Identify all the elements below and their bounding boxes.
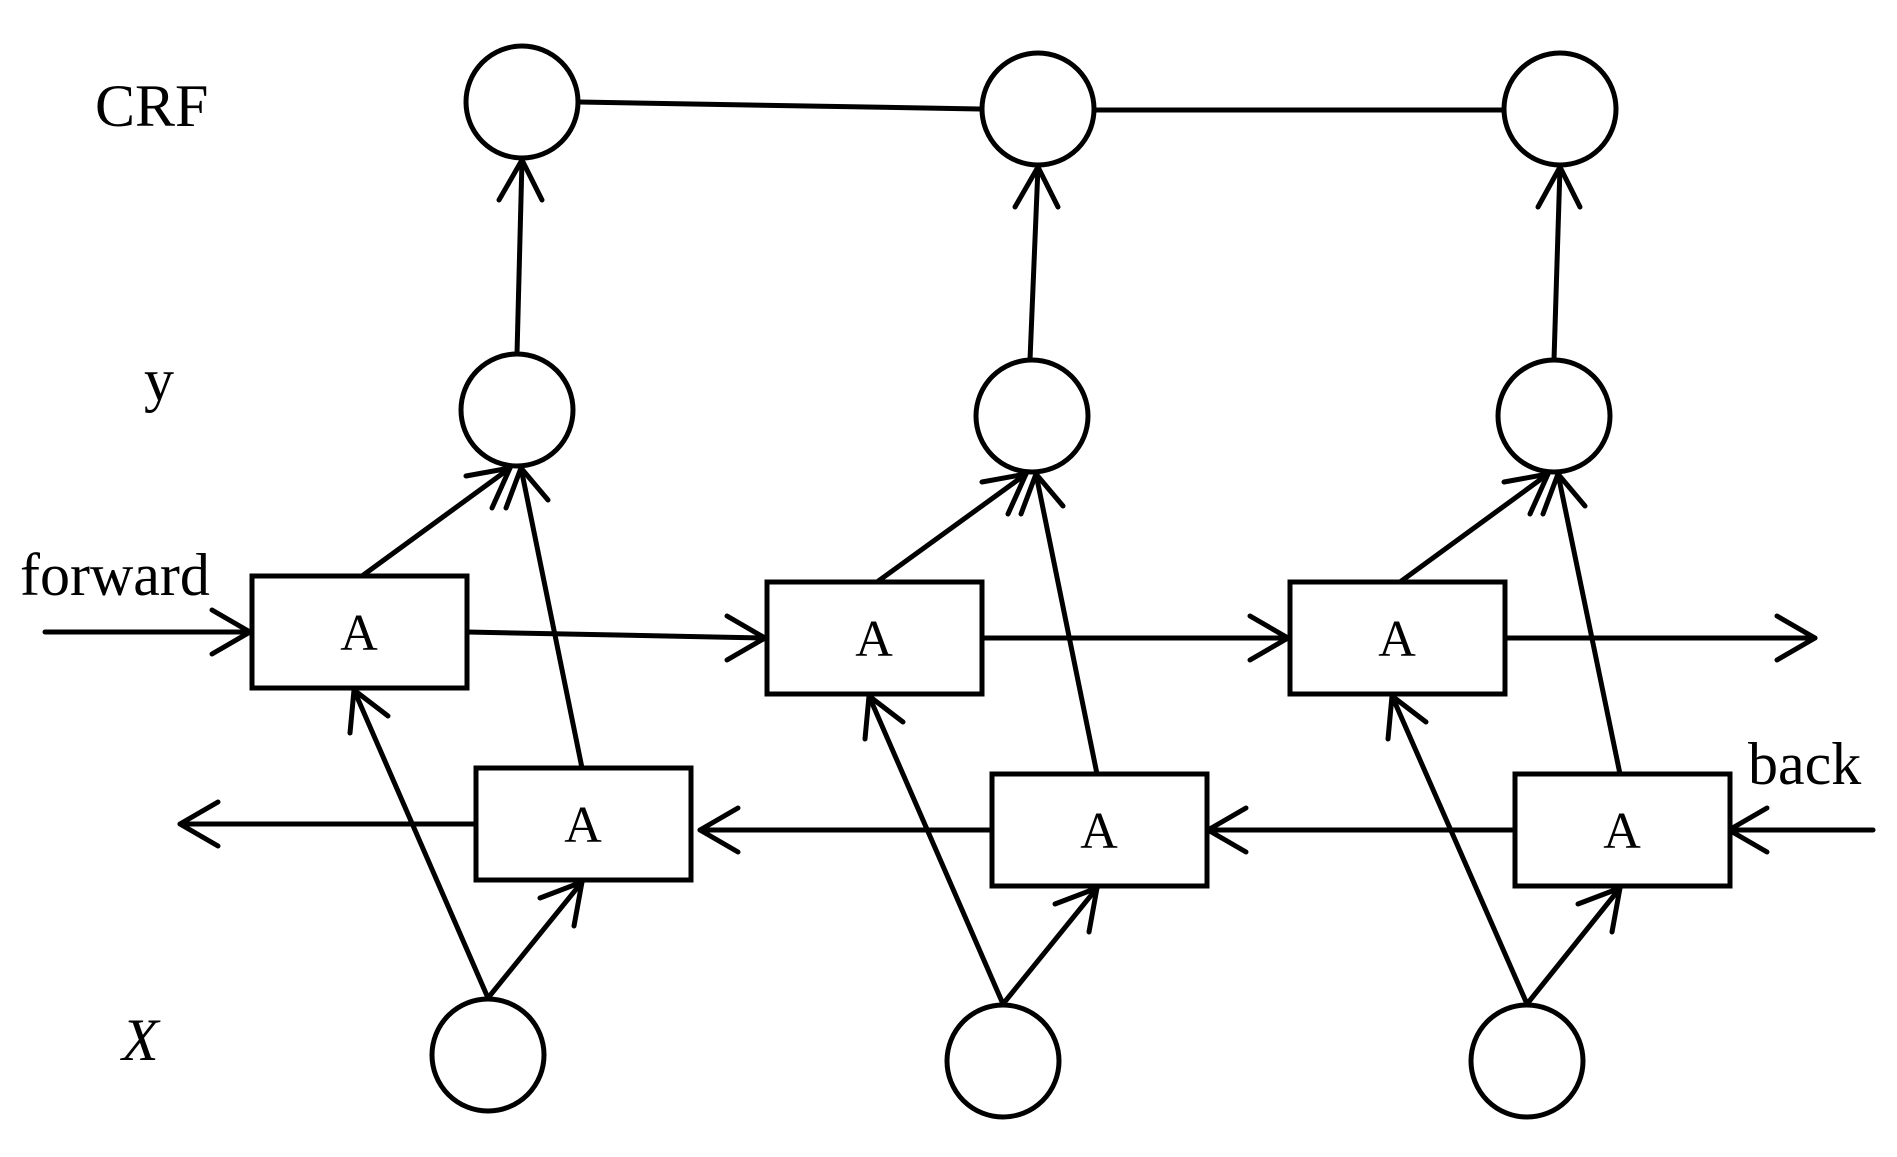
arrowhead <box>1012 164 1061 210</box>
back-label: back <box>1748 731 1861 797</box>
crf-node <box>463 43 581 161</box>
crf-row-label: CRF <box>95 73 208 139</box>
crf-link <box>576 99 983 112</box>
arrowhead <box>503 465 551 511</box>
arrowhead <box>177 799 221 849</box>
x-row-label: X <box>120 1007 161 1073</box>
backward-to-y-arrows <box>503 465 1623 777</box>
x-node <box>1468 1002 1586 1120</box>
backward-cell-label: A <box>1080 803 1118 860</box>
arrowhead <box>1540 471 1588 517</box>
backward-cell-label: A <box>1603 803 1641 860</box>
backward-cell-label: A <box>564 797 602 854</box>
arrowhead <box>1774 613 1818 663</box>
crf-node <box>1501 50 1619 168</box>
forward-cell-label: A <box>1378 611 1416 668</box>
y-node <box>458 351 576 469</box>
arrowhead <box>1018 471 1066 517</box>
crf-chain <box>576 99 1506 113</box>
forward-cell <box>1287 579 1508 697</box>
backward-cells: A A A <box>473 765 1733 889</box>
arrowhead <box>697 805 741 855</box>
x-node <box>944 1002 1062 1120</box>
forward-cell <box>249 573 470 691</box>
forward-label: forward <box>20 542 210 608</box>
forward-cell <box>764 579 985 697</box>
forward-cell-label: A <box>340 605 378 662</box>
output-nodes <box>458 351 1613 475</box>
arrowhead <box>1501 471 1551 517</box>
x-to-forward-arrows <box>347 687 1530 1007</box>
x-to-backward-arrows <box>485 879 1623 1007</box>
backward-cell <box>1512 771 1733 889</box>
forward-to-y-arrows <box>359 465 1551 585</box>
backward-cell <box>989 771 1210 889</box>
y-to-crf-arrows <box>496 157 1583 363</box>
backward-cell <box>473 765 694 883</box>
arrowhead <box>496 157 545 203</box>
crf-node <box>979 50 1097 168</box>
input-nodes <box>429 996 1586 1120</box>
arrowhead <box>979 471 1029 517</box>
y-node <box>973 357 1091 475</box>
forward-cells: A A A <box>249 573 1508 697</box>
forward-cell-label: A <box>855 611 893 668</box>
arrowhead <box>463 465 513 511</box>
y-row-label: y <box>144 347 174 413</box>
y-node <box>1495 357 1613 475</box>
x-node <box>429 996 547 1114</box>
arrowhead <box>1535 164 1583 210</box>
